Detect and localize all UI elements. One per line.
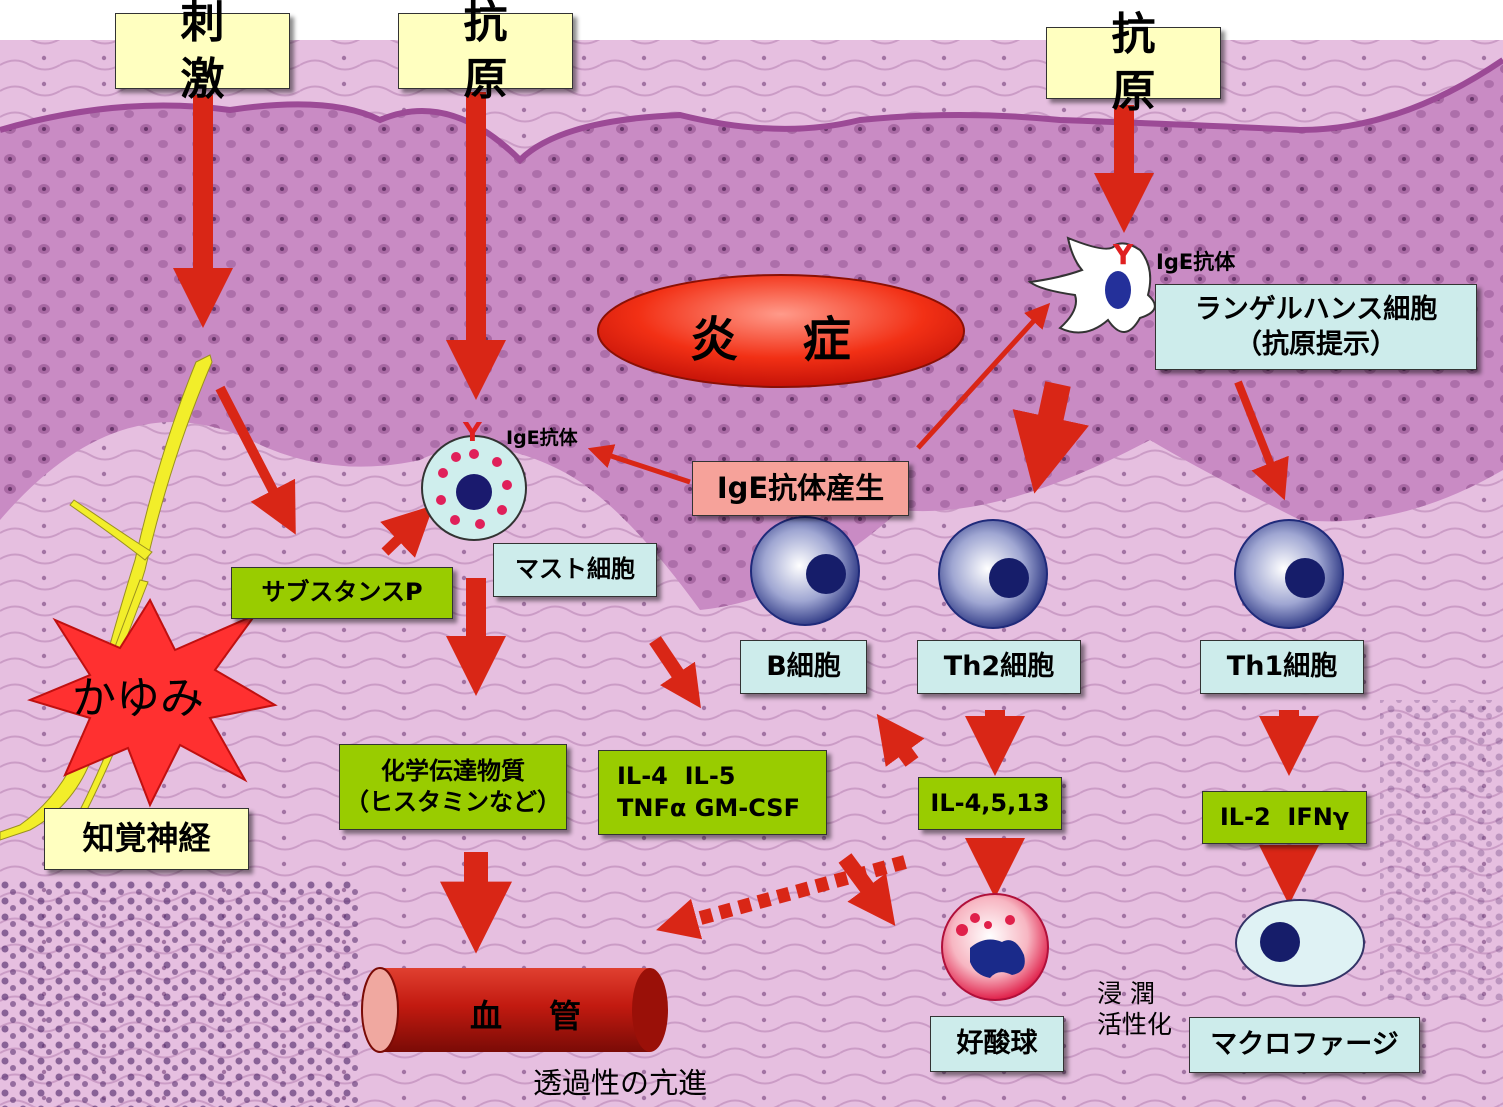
infiltration-line2: 活性化 xyxy=(1097,1010,1173,1040)
sensory-nerve-fibers xyxy=(0,354,213,841)
langerhans-cell xyxy=(1027,236,1156,334)
th1-cytokines-label: IL-2 IFNγ xyxy=(1202,791,1367,844)
th1-cell-label: Th1細胞 xyxy=(1200,640,1364,694)
mast-cytokines-line2: TNFα GM-CSF xyxy=(617,793,800,822)
antigen-label-left: 抗 原 xyxy=(398,0,573,105)
b-cell-circle xyxy=(750,516,860,626)
mast-cell-label: マスト細胞 xyxy=(493,543,657,597)
infiltration-activation-label: 浸 潤 活性化 xyxy=(1097,978,1172,1041)
inflammation-ellipse xyxy=(597,274,965,388)
langerhans-cell-label: ランゲルハンス細胞 （抗原提示） xyxy=(1155,284,1477,370)
chemical-mediator-label: 化学伝達物質 （ヒスタミンなど） xyxy=(339,744,567,830)
blood-vessel xyxy=(361,967,668,1053)
langerhans-line1: ランゲルハンス細胞 xyxy=(1194,293,1438,325)
inflammation-label: 炎 症 xyxy=(690,312,875,368)
mast-cytokines-line1: IL-4 IL-5 xyxy=(617,762,736,791)
ige-antibody-mast-label: IgE抗体 xyxy=(506,427,578,449)
itch-starburst xyxy=(27,597,278,808)
macrophage-cell xyxy=(1235,899,1365,987)
antigen-label-right: 抗 原 xyxy=(1046,9,1221,117)
macrophage-label: マクロファージ xyxy=(1189,1017,1420,1073)
itch-label: かゆみ xyxy=(72,673,204,724)
blood-vessel-label: 血 管 xyxy=(470,997,600,1035)
mast-cytokines-label: IL-4 IL-5 TNFα GM-CSF xyxy=(598,750,827,835)
langerhans-line2: （抗原提示） xyxy=(1235,329,1397,360)
ige-antibody-langerhans-label: IgE抗体 xyxy=(1156,250,1236,274)
th2-cytokines-label: IL-4,5,13 xyxy=(918,777,1062,830)
ige-production-label: IgE抗体産生 xyxy=(692,461,909,516)
substance-p-label: サブスタンスP xyxy=(231,567,453,619)
b-cell-label: B細胞 xyxy=(740,640,867,694)
infiltration-line1: 浸 潤 xyxy=(1097,979,1155,1008)
signal-arrows xyxy=(173,92,1319,954)
permeability-label: 透過性の亢進 xyxy=(533,1066,708,1100)
mast-cell xyxy=(421,435,527,541)
th1-cell-circle xyxy=(1234,519,1344,629)
ige-y-langerhans: Y xyxy=(1112,238,1134,271)
th2-cell-label: Th2細胞 xyxy=(917,640,1081,694)
chem-mediator-line1: 化学伝達物質 xyxy=(381,756,525,785)
th2-cell-circle xyxy=(938,519,1048,629)
chem-mediator-line2: （ヒスタミンなど） xyxy=(345,788,561,816)
eosinophil-cell xyxy=(941,893,1049,1001)
ige-y-mast: Y xyxy=(462,418,483,448)
sensory-nerve-label: 知覚神経 xyxy=(44,808,249,870)
stimulus-label: 刺 激 xyxy=(115,0,290,105)
eosinophil-label: 好酸球 xyxy=(930,1016,1064,1072)
